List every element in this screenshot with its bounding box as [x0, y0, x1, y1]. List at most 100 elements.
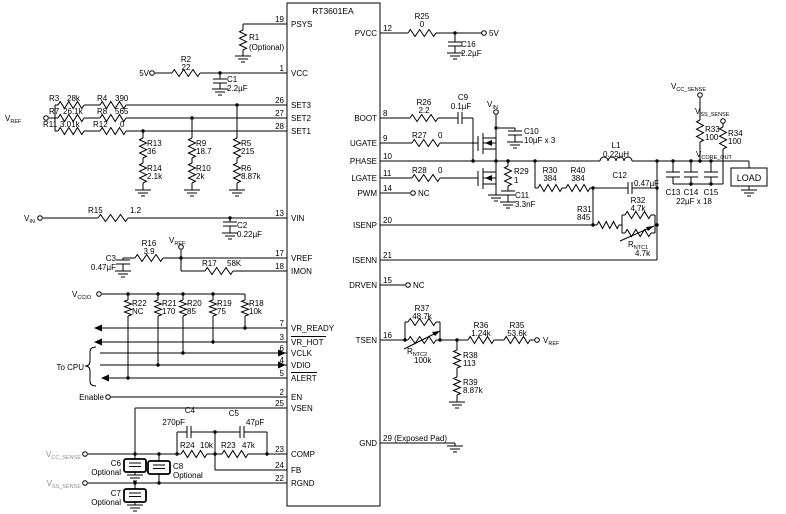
label-L1-value: 0.22µH: [603, 150, 629, 159]
sym-rh: [180, 449, 208, 459]
pin-num-right-3: 10: [383, 152, 392, 161]
label-R11-value: 3.01k: [60, 120, 81, 129]
label-R29-value: 1: [514, 176, 519, 185]
sym-gnd: [741, 187, 757, 197]
sym-ch: [186, 426, 192, 438]
label-R33-value: 100: [705, 133, 719, 142]
junction-dot: [655, 186, 659, 190]
junction-dot: [438, 338, 442, 342]
label-R12-ref: R12: [93, 120, 108, 129]
pin-num-right-4: 11: [383, 169, 392, 178]
pin-name-left-17: RGND: [291, 479, 315, 488]
junction-dot: [403, 338, 407, 342]
pin-num-left-16: 24: [275, 461, 284, 470]
active-low-overlines: [291, 336, 326, 373]
sym-rh: [57, 126, 85, 136]
sym-rv: [452, 349, 462, 369]
pin-name-left-12: ALERT: [291, 374, 317, 383]
pin-num-right-0: 12: [383, 24, 392, 33]
label-R8-ref: R8: [97, 107, 108, 116]
label-R27-value: 0: [438, 131, 443, 140]
label-C3-value: 0.47µF: [91, 263, 116, 272]
junction-dot: [494, 126, 498, 130]
label-R25-ref: R25: [415, 12, 430, 21]
label-R37-value: 48.7k: [412, 312, 433, 321]
label-R2-ref: R2: [181, 55, 192, 64]
pin-name-left-10: VCLK: [291, 349, 313, 358]
sym-rv: [208, 299, 218, 317]
sym-rh: [99, 100, 127, 110]
sym-rh: [503, 335, 531, 345]
sym-rv: [232, 162, 242, 184]
sym-rv: [238, 29, 248, 51]
pin-name-left-14: VSEN: [291, 404, 313, 413]
label-cap-bank-value: 22µF x 18: [676, 197, 712, 206]
label-R21-value: 170: [162, 307, 176, 316]
label-C2-value: 0.22µF: [237, 230, 262, 239]
label-R8-value: 565: [115, 107, 129, 116]
terminal-circle: [43, 115, 49, 121]
pin-num-left-6: 17: [275, 249, 284, 258]
junction-dot: [243, 326, 247, 330]
label-R27-ref: R27: [412, 131, 427, 140]
pin-name-right-7: ISENN: [353, 256, 378, 265]
junction-dot: [689, 182, 693, 186]
pin-num-left-10: 6: [280, 344, 285, 353]
sym-gnd: [127, 472, 143, 482]
junction-dot: [190, 116, 194, 120]
terminal-circle: [178, 244, 184, 250]
sym-cv: [508, 130, 522, 136]
label-R34-ref: R34: [728, 129, 743, 138]
nc-drven-label: NC: [413, 281, 425, 290]
sym-rv: [718, 126, 728, 150]
terminal-circle: [720, 118, 726, 124]
junction-dot: [211, 340, 215, 344]
sym-rh: [411, 173, 441, 183]
junction-dot: [591, 223, 595, 227]
label-R7-value: 26.1k: [63, 107, 84, 116]
terminal-vcc-sense-tr: VCC_SENSE: [671, 82, 706, 93]
pin-name-left-7: IMON: [291, 267, 312, 276]
label-R12-value: 0: [120, 120, 125, 129]
label-RNTC1-value: 4.7k: [635, 249, 651, 258]
pin-name-left-1: VCC: [291, 69, 308, 78]
sym-rv: [240, 299, 250, 317]
label-R18-value: 10k: [249, 307, 263, 316]
junction-dot: [181, 292, 185, 296]
pin-name-right-8: DRVEN: [349, 281, 377, 290]
pin-name-left-6: VREF: [291, 254, 312, 263]
label-C12-value: 0.47µF: [634, 179, 659, 188]
label-R32-ref: R32: [631, 196, 646, 205]
pin-name-left-8: VR_READY: [291, 324, 335, 333]
label-R35-value: 53.6k: [507, 329, 528, 338]
terminal-vss-sense-tr: VSS_SENSE: [695, 107, 730, 118]
label-R19-value: 75: [217, 307, 226, 316]
pin-name-left-15: COMP: [291, 450, 315, 459]
pin-name-right-6: ISENP: [353, 221, 377, 230]
label-C4-value: 270pF: [162, 418, 185, 427]
sym-gnd: [115, 268, 131, 278]
sym-gnd: [447, 50, 463, 60]
feedthrough-caps: [123, 458, 171, 503]
junction-dot: [494, 159, 498, 163]
sym-gnd: [135, 187, 151, 197]
sym-rh: [99, 126, 127, 136]
label-R33-ref: R33: [705, 125, 720, 134]
junction-dot: [709, 182, 713, 186]
label-C15-ref: C15: [704, 188, 719, 197]
terminal-circle: [82, 451, 88, 457]
junction-dot: [213, 430, 217, 434]
label-R31-ref: R31: [577, 205, 592, 214]
load-box: [730, 167, 768, 187]
junction-dot: [533, 159, 537, 163]
label-R1-ref: R1: [249, 33, 260, 42]
junction-dot: [213, 452, 217, 456]
pin-num-right-6: 20: [383, 216, 392, 225]
label-C7-ref: C7: [111, 489, 122, 498]
sym-gnd: [127, 502, 143, 512]
sym-rh: [99, 113, 127, 123]
pin-num-left-9: 3: [280, 333, 285, 342]
pin-name-left-11: VDIO: [291, 361, 311, 370]
label-R10-value: 2k: [196, 172, 205, 181]
